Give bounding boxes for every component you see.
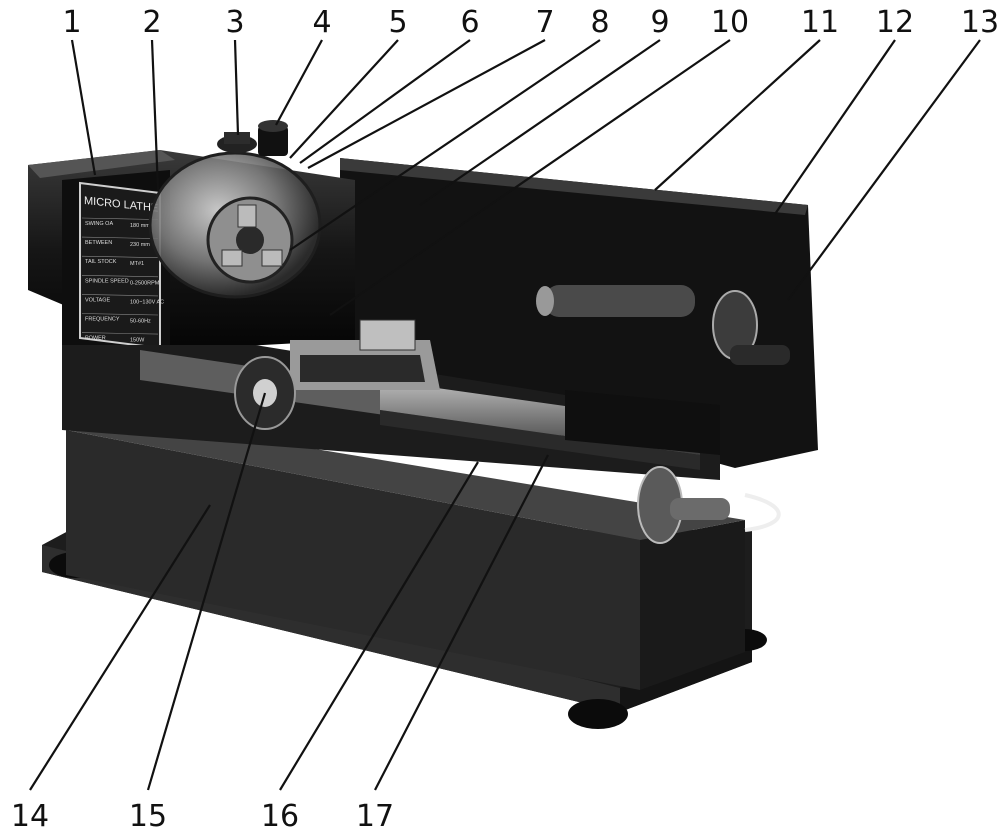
callout-6: 6 (460, 5, 479, 40)
leadscrew-handwheel (637, 466, 730, 544)
nameplate-divider (81, 217, 159, 220)
nameplate-divider (81, 236, 159, 239)
callout-3: 3 (225, 5, 244, 40)
nameplate-row-value: 180 mm (130, 223, 150, 229)
callout-5: 5 (388, 5, 407, 40)
callout-7: 7 (535, 5, 554, 40)
callout-10: 10 (711, 5, 749, 40)
callout-11: 11 (801, 5, 839, 40)
callout-16: 16 (261, 799, 299, 834)
nameplate-divider (81, 332, 159, 335)
callout-14: 14 (11, 799, 49, 834)
nameplate-divider (81, 255, 159, 258)
nameplate-divider (81, 294, 159, 297)
carriage-cross-slide (290, 319, 440, 390)
callout-12: 12 (876, 5, 914, 40)
callout-13: 13 (961, 5, 999, 40)
nameplate-divider (81, 275, 159, 278)
callout-numbers-bottom: 14 15 16 17 (11, 799, 394, 834)
nameplate-row-label: POWER (85, 336, 106, 342)
power-switch (217, 132, 257, 153)
nameplate-row-label: BETWEEN (85, 240, 112, 246)
power-cord (744, 493, 781, 532)
lathe-base-cabinet (66, 420, 745, 690)
speed-control-knob (258, 120, 288, 156)
nameplate-row-label: VOLTAGE (85, 297, 110, 303)
leader-lines (29, 39, 981, 791)
callout-9: 9 (650, 5, 669, 40)
nameplate-row-value: 150W (130, 338, 145, 344)
callout-1: 1 (62, 5, 81, 40)
nameplate-row-label: SWING OA (85, 221, 113, 227)
nameplate-row-value: 230 mm (130, 242, 150, 248)
nameplate-row-value: 100~130V AC (130, 299, 164, 305)
nameplate-row-value: 0-2500RPM (130, 280, 160, 286)
tailstock (536, 285, 790, 455)
nameplate-row-label: FREQUENCY (85, 317, 120, 323)
callout-17: 17 (356, 799, 394, 834)
callout-15: 15 (129, 799, 167, 834)
nameplate-row-value: MT#1 (130, 261, 144, 267)
nameplate-row-value: 50-60Hz (130, 319, 151, 325)
three-jaw-chuck (206, 196, 294, 284)
callout-2: 2 (142, 5, 161, 40)
callout-4: 4 (312, 5, 331, 40)
nameplate-row-label: TAIL STOCK (85, 259, 117, 265)
callout-8: 8 (590, 5, 609, 40)
nameplate-row-label: SPINDLE SPEED (85, 278, 129, 284)
nameplate-divider (81, 313, 159, 316)
